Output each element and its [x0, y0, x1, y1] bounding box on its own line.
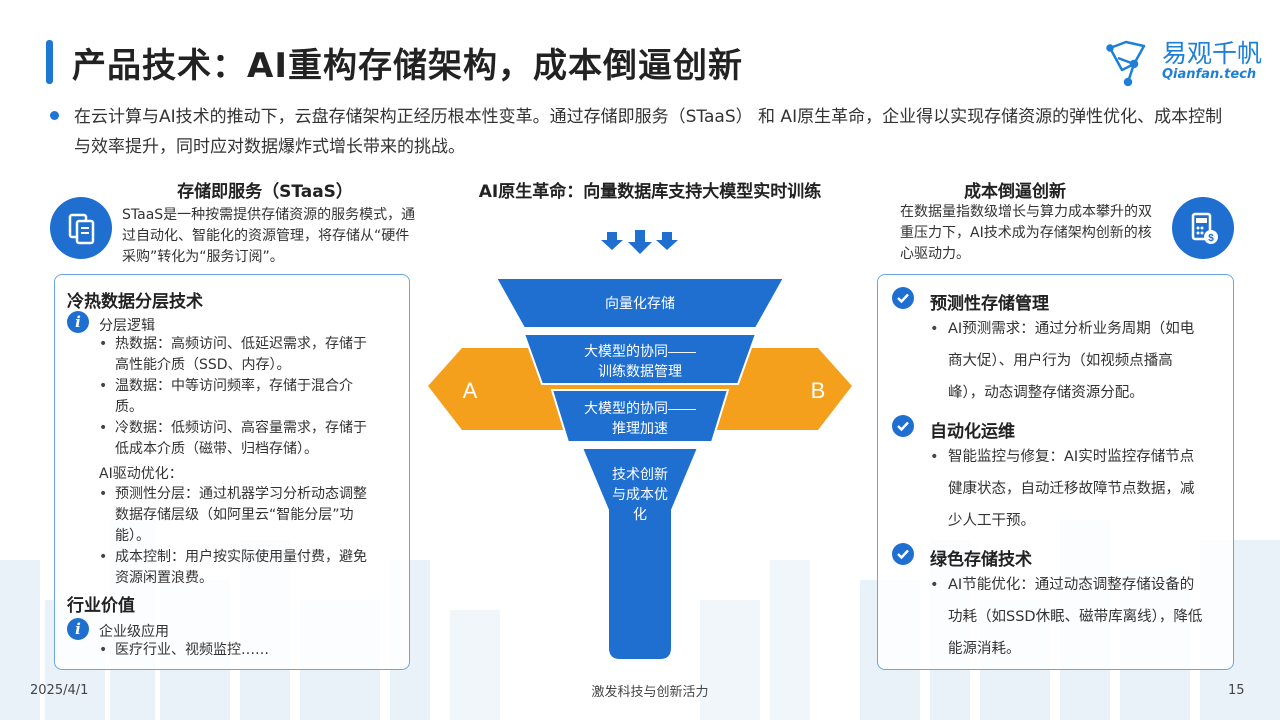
green-storage-heading: 绿色存储技术	[930, 550, 1032, 570]
staas-heading: 存储即服务（STaaS）	[177, 182, 353, 202]
funnel-layer-2-line-2: 训练数据管理	[598, 363, 682, 379]
list-item: AI预测需求：通过分析业务周期（如电商大促）、用户行为（如视频点播高峰），动态调…	[928, 313, 1208, 409]
funnel-layer-training	[522, 333, 758, 385]
funnel-diagram: A B 向量化存储 大模型的协同—— 训练数据管理 大模型的协同—— 推理加速 …	[428, 230, 852, 661]
ai-optimization-label: AI驱动优化：	[99, 466, 183, 482]
funnel-layer-3-line-1: 大模型的协同——	[584, 400, 696, 416]
green-storage-list: AI节能优化：通过动态调整存储设备的功耗（如SSD休眠、磁带库离线），降低能源消…	[928, 569, 1208, 665]
ai-native-heading: AI原生革命：向量数据库支持大模型实时训练	[478, 182, 822, 202]
enterprise-app-label: 企业级应用	[99, 624, 169, 640]
automated-ops-heading: 自动化运维	[930, 422, 1015, 442]
funnel-layer-inference	[550, 389, 730, 443]
label-a: A	[463, 378, 478, 403]
cost-innovation-description: 在数据量指数级增长与算力成本攀升的双重压力下，AI技术成为存储架构创新的核心驱动…	[900, 204, 1152, 262]
down-arrows-icon	[601, 230, 678, 254]
staas-description: STaaS是一种按需提供存储资源的服务模式，通过自动化、智能化的资源管理，将存储…	[122, 207, 416, 265]
logo-text-en: Qianfan.tech	[1162, 67, 1257, 82]
cost-innovation-card: 预测性存储管理 AI预测需求：通过分析业务周期（如电商大促）、用户行为（如视频点…	[877, 274, 1234, 670]
list-item: 热数据：高频访问、低延迟需求，存储于高性能介质（SSD、内存）。	[97, 334, 379, 376]
list-item: 冷数据：低频访问、高容量需求，存储于低成本介质（磁带、归档存储）。	[97, 418, 379, 460]
list-item: 温数据：中等访问频率，存储于混合介质。	[97, 376, 379, 418]
list-item: 成本控制：用户按实际使用量付费，避免资源闲置浪费。	[97, 547, 379, 589]
automated-ops-list: 智能监控与修复：AI实时监控存储节点健康状态，自动迁移故障节点数据，减少人工干预…	[928, 441, 1208, 537]
industry-value-list: 医疗行业、视频监控……	[97, 640, 379, 661]
funnel-layer-4-line-2: 与成本优	[612, 486, 668, 502]
ai-optimization-list: 预测性分层：通过机器学习分析动态调整数据存储层级（如阿里云“智能分层”功能）。 …	[97, 484, 379, 589]
info-icon: i	[67, 311, 89, 333]
list-item: 医疗行业、视频监控……	[97, 640, 379, 661]
funnel-layer-2-line-1: 大模型的协同——	[584, 343, 696, 359]
funnel-layer-vector-storage	[494, 277, 786, 329]
page-title: 产品技术：AI重构存储架构，成本倒逼创新	[72, 46, 743, 86]
logo-text-cn: 易观千帆	[1162, 39, 1263, 68]
qianfan-logo-icon	[1106, 40, 1146, 87]
tiering-heading: 冷热数据分层技术	[67, 292, 203, 312]
calculator-cost-icon: $	[1172, 197, 1234, 259]
label-b: B	[811, 378, 826, 403]
list-item: 预测性分层：通过机器学习分析动态调整数据存储层级（如阿里云“智能分层”功能）。	[97, 484, 379, 547]
list-item: 智能监控与修复：AI实时监控存储节点健康状态，自动迁移故障节点数据，减少人工干预…	[928, 441, 1208, 537]
funnel-layer-4-line-1: 技术创新	[612, 466, 668, 482]
check-circle-icon	[892, 543, 914, 565]
footer-slogan: 激发科技与创新活力	[591, 685, 709, 700]
tier-list: 热数据：高频访问、低延迟需求，存储于高性能介质（SSD、内存）。 温数据：中等访…	[97, 334, 379, 460]
info-icon: i	[67, 618, 89, 640]
svg-text:$: $	[1208, 233, 1214, 244]
funnel-layer-1-text: 向量化存储	[605, 295, 675, 311]
funnel-layer-4-line-3: 化	[633, 506, 647, 522]
check-circle-icon	[892, 415, 914, 437]
intro-bullet-icon	[50, 111, 59, 120]
industry-value-heading: 行业价值	[67, 596, 135, 616]
check-circle-icon	[892, 287, 914, 309]
documents-icon	[50, 197, 112, 259]
page-number: 15	[1228, 683, 1245, 698]
intro-paragraph: 在云计算与AI技术的推动下，云盘存储架构正经历根本性变革。通过存储即服务（STa…	[74, 107, 1223, 157]
tier-logic-label: 分层逻辑	[99, 318, 155, 334]
staas-detail-card: 冷热数据分层技术 i 分层逻辑 热数据：高频访问、低延迟需求，存储于高性能介质（…	[54, 274, 410, 670]
cost-innovation-heading: 成本倒逼创新	[964, 182, 1066, 202]
funnel-layer-3-line-2: 推理加速	[612, 420, 668, 436]
predictive-storage-list: AI预测需求：通过分析业务周期（如电商大促）、用户行为（如视频点播高峰），动态调…	[928, 313, 1208, 409]
title-accent-bar	[46, 40, 53, 84]
footer-date: 2025/4/1	[30, 683, 89, 698]
list-item: AI节能优化：通过动态调整存储设备的功耗（如SSD休眠、磁带库离线），降低能源消…	[928, 569, 1208, 665]
funnel-stem	[580, 447, 700, 661]
predictive-storage-heading: 预测性存储管理	[930, 294, 1049, 314]
